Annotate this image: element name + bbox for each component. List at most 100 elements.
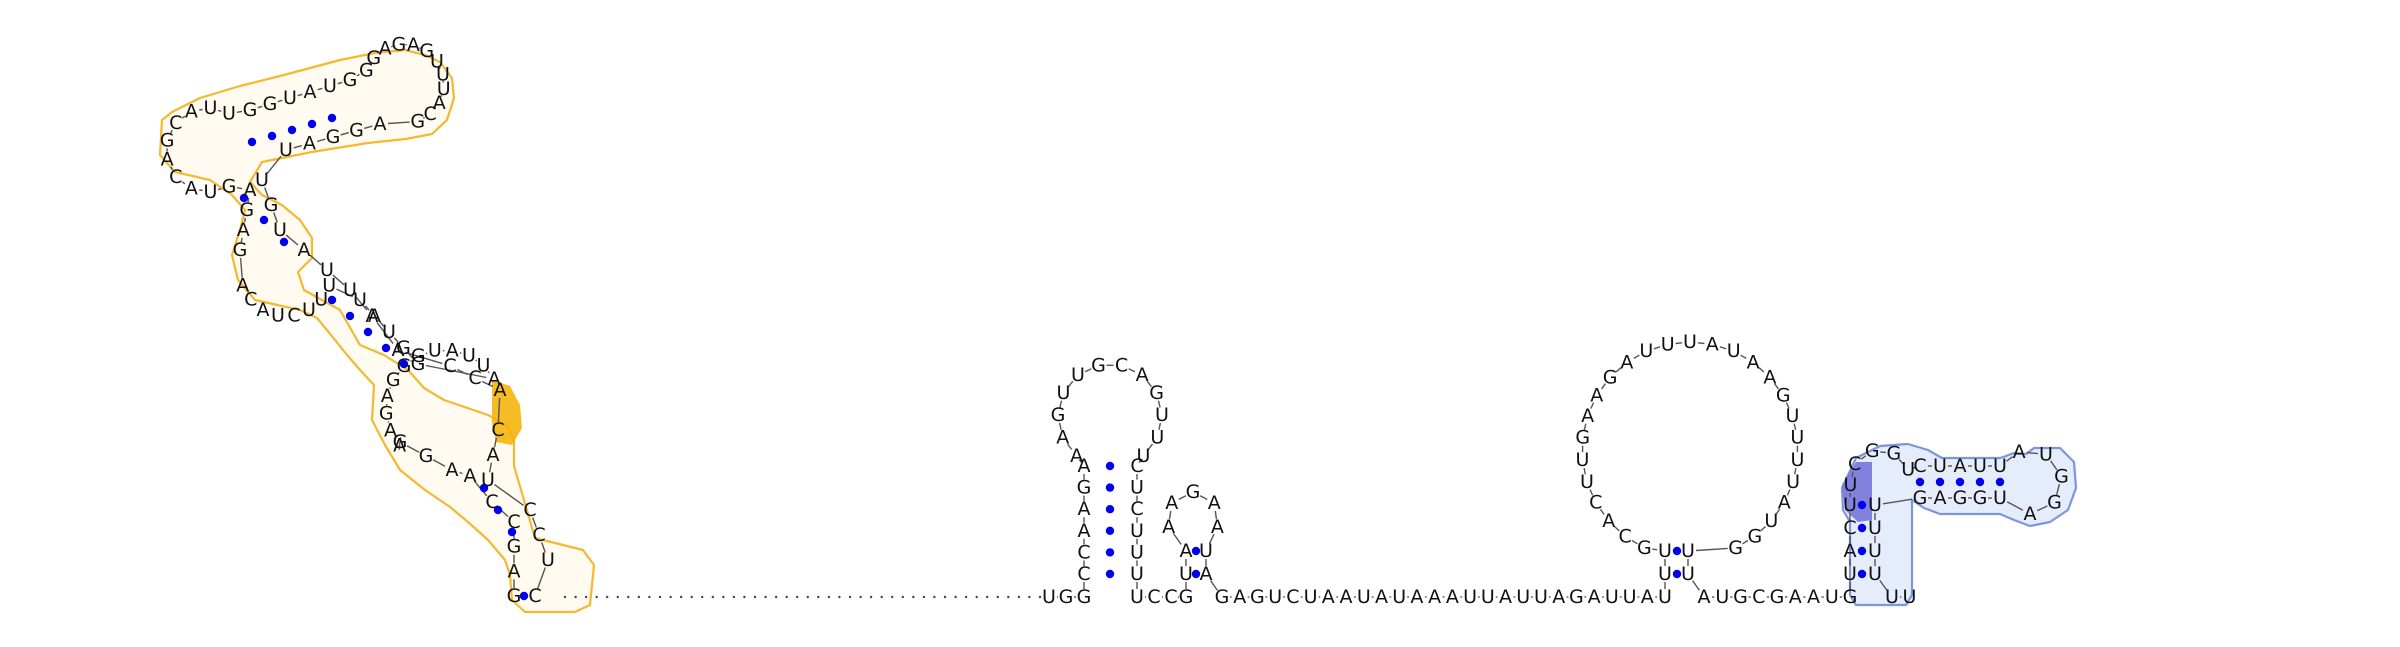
linker-dot (859, 595, 862, 599)
backbone-link (2006, 501, 2024, 511)
nucleotide-main: G (1953, 487, 1968, 509)
backbone-link (1740, 354, 1747, 360)
nucleotide-main: U (1993, 487, 2007, 509)
nucleotide-main: G (1250, 586, 1265, 608)
nucleotide-5p: A (446, 459, 459, 481)
linker-dot (1028, 595, 1031, 599)
backbone-link (459, 471, 463, 475)
backbone-link (1785, 402, 1790, 409)
nucleotide-main: A (1428, 586, 1441, 608)
nucleotide-main: U (1791, 449, 1805, 471)
backbone-link (1059, 400, 1063, 408)
base-pair-dot (267, 131, 277, 141)
backbone-link (332, 274, 345, 286)
nucleotide-5p: A (392, 339, 405, 361)
linker-dot (627, 595, 630, 599)
nucleotide-5p: A (381, 385, 394, 407)
nucleotide-main: U (1825, 586, 1839, 608)
linker-dot (954, 595, 957, 599)
backbone-link (2005, 456, 2014, 462)
backbone-link (1851, 471, 1854, 478)
linker-dot (996, 595, 999, 599)
nucleotide-main: G (1059, 586, 1074, 608)
nucleotide-5p: G (222, 175, 237, 197)
nucleotide-5p: A (237, 219, 250, 241)
base-pair-dot (493, 505, 503, 515)
backbone-link (425, 364, 487, 379)
linker-dot (774, 595, 778, 599)
nucleotide-5p: A (257, 299, 270, 321)
nucleotide-5p: U (476, 354, 490, 376)
nucleotide-main: A (1934, 487, 1947, 509)
backbone-link (405, 351, 443, 365)
nucleotide-5p: U (428, 340, 442, 362)
nucleotide-5p: U (279, 139, 293, 161)
linker-dot (753, 595, 757, 599)
backbone-link (2037, 505, 2048, 512)
base-pair-dot (1915, 477, 1925, 487)
linker-dot (722, 595, 725, 599)
nucleotide-main: A (1581, 405, 1594, 427)
nucleotide-main: G (1887, 442, 1902, 464)
nucleotide-main: U (1534, 586, 1548, 608)
backbone-link (389, 387, 392, 389)
backbone-link (1653, 346, 1661, 350)
backbone-link (181, 115, 186, 119)
nucleotide-5p: C (169, 112, 182, 134)
base-pair-dot (307, 119, 317, 129)
base-pair-dot (1191, 569, 1201, 579)
nucleotide-main: G (1637, 537, 1652, 559)
linker-dot (796, 595, 799, 599)
nucleotide-main: G (1603, 366, 1618, 388)
nucleotide-5p: U (302, 299, 316, 321)
backbone-link (1615, 367, 1622, 373)
base-pair-dot (345, 311, 355, 321)
backbone-link (1742, 539, 1749, 545)
backbone-link (1912, 466, 1917, 470)
nucleotide-5p: U (283, 87, 297, 109)
nucleotide-main: U (1576, 449, 1590, 471)
nucleotide-main: A (1778, 492, 1791, 514)
backbone-link (1760, 525, 1766, 532)
nucleotide-5p: C (287, 304, 300, 326)
nucleotide-main: G (2054, 465, 2069, 487)
nucleotide-5p: A (494, 379, 507, 401)
linker-dot (743, 595, 746, 599)
linker-dot (880, 595, 883, 599)
base-pair-dot (1105, 548, 1115, 557)
nucleotide-main: C (1115, 354, 1128, 376)
nucleotide-5p: G (411, 353, 426, 375)
backbone-link (243, 217, 247, 223)
nucleotide-main: U (1786, 471, 1800, 493)
nucleotide-main: A (1499, 586, 1512, 608)
nucleotide-main: U (1136, 445, 1150, 467)
backbone-link (1210, 580, 1218, 591)
nucleotide-5p: G (397, 355, 412, 377)
backbone-link (293, 144, 302, 149)
backbone-link (1158, 422, 1162, 430)
nucleotide-main: U (1658, 586, 1672, 608)
nucleotide-5p: U (323, 75, 337, 97)
nucleotide-main: A (1165, 492, 1178, 514)
nucleotide-5p: U (222, 103, 236, 125)
nucleotide-5p: A (161, 149, 174, 171)
nucleotide-5p: G (410, 111, 425, 133)
nucleotide-main: C (1618, 525, 1631, 547)
linker-dot (616, 595, 619, 599)
nucleotide-main: U (1843, 494, 1857, 516)
nucleotide-5p: A (304, 81, 317, 103)
backbone-link (1583, 423, 1587, 431)
nucleotide-5p: A (384, 419, 397, 441)
linker-dot (891, 595, 894, 599)
backbone-link (432, 459, 446, 467)
backbone-link (236, 187, 243, 190)
backbone-link (1882, 498, 1913, 505)
nucleotide-5p: U (437, 78, 451, 100)
backbone-link (1599, 508, 1605, 515)
linker-dot (827, 595, 831, 599)
nucleotide-main: A (1322, 586, 1335, 608)
backbone-link (440, 95, 443, 97)
backbone-link (217, 109, 222, 112)
nucleotide-main: A (1375, 586, 1388, 608)
base-pair-layer (239, 113, 2005, 601)
